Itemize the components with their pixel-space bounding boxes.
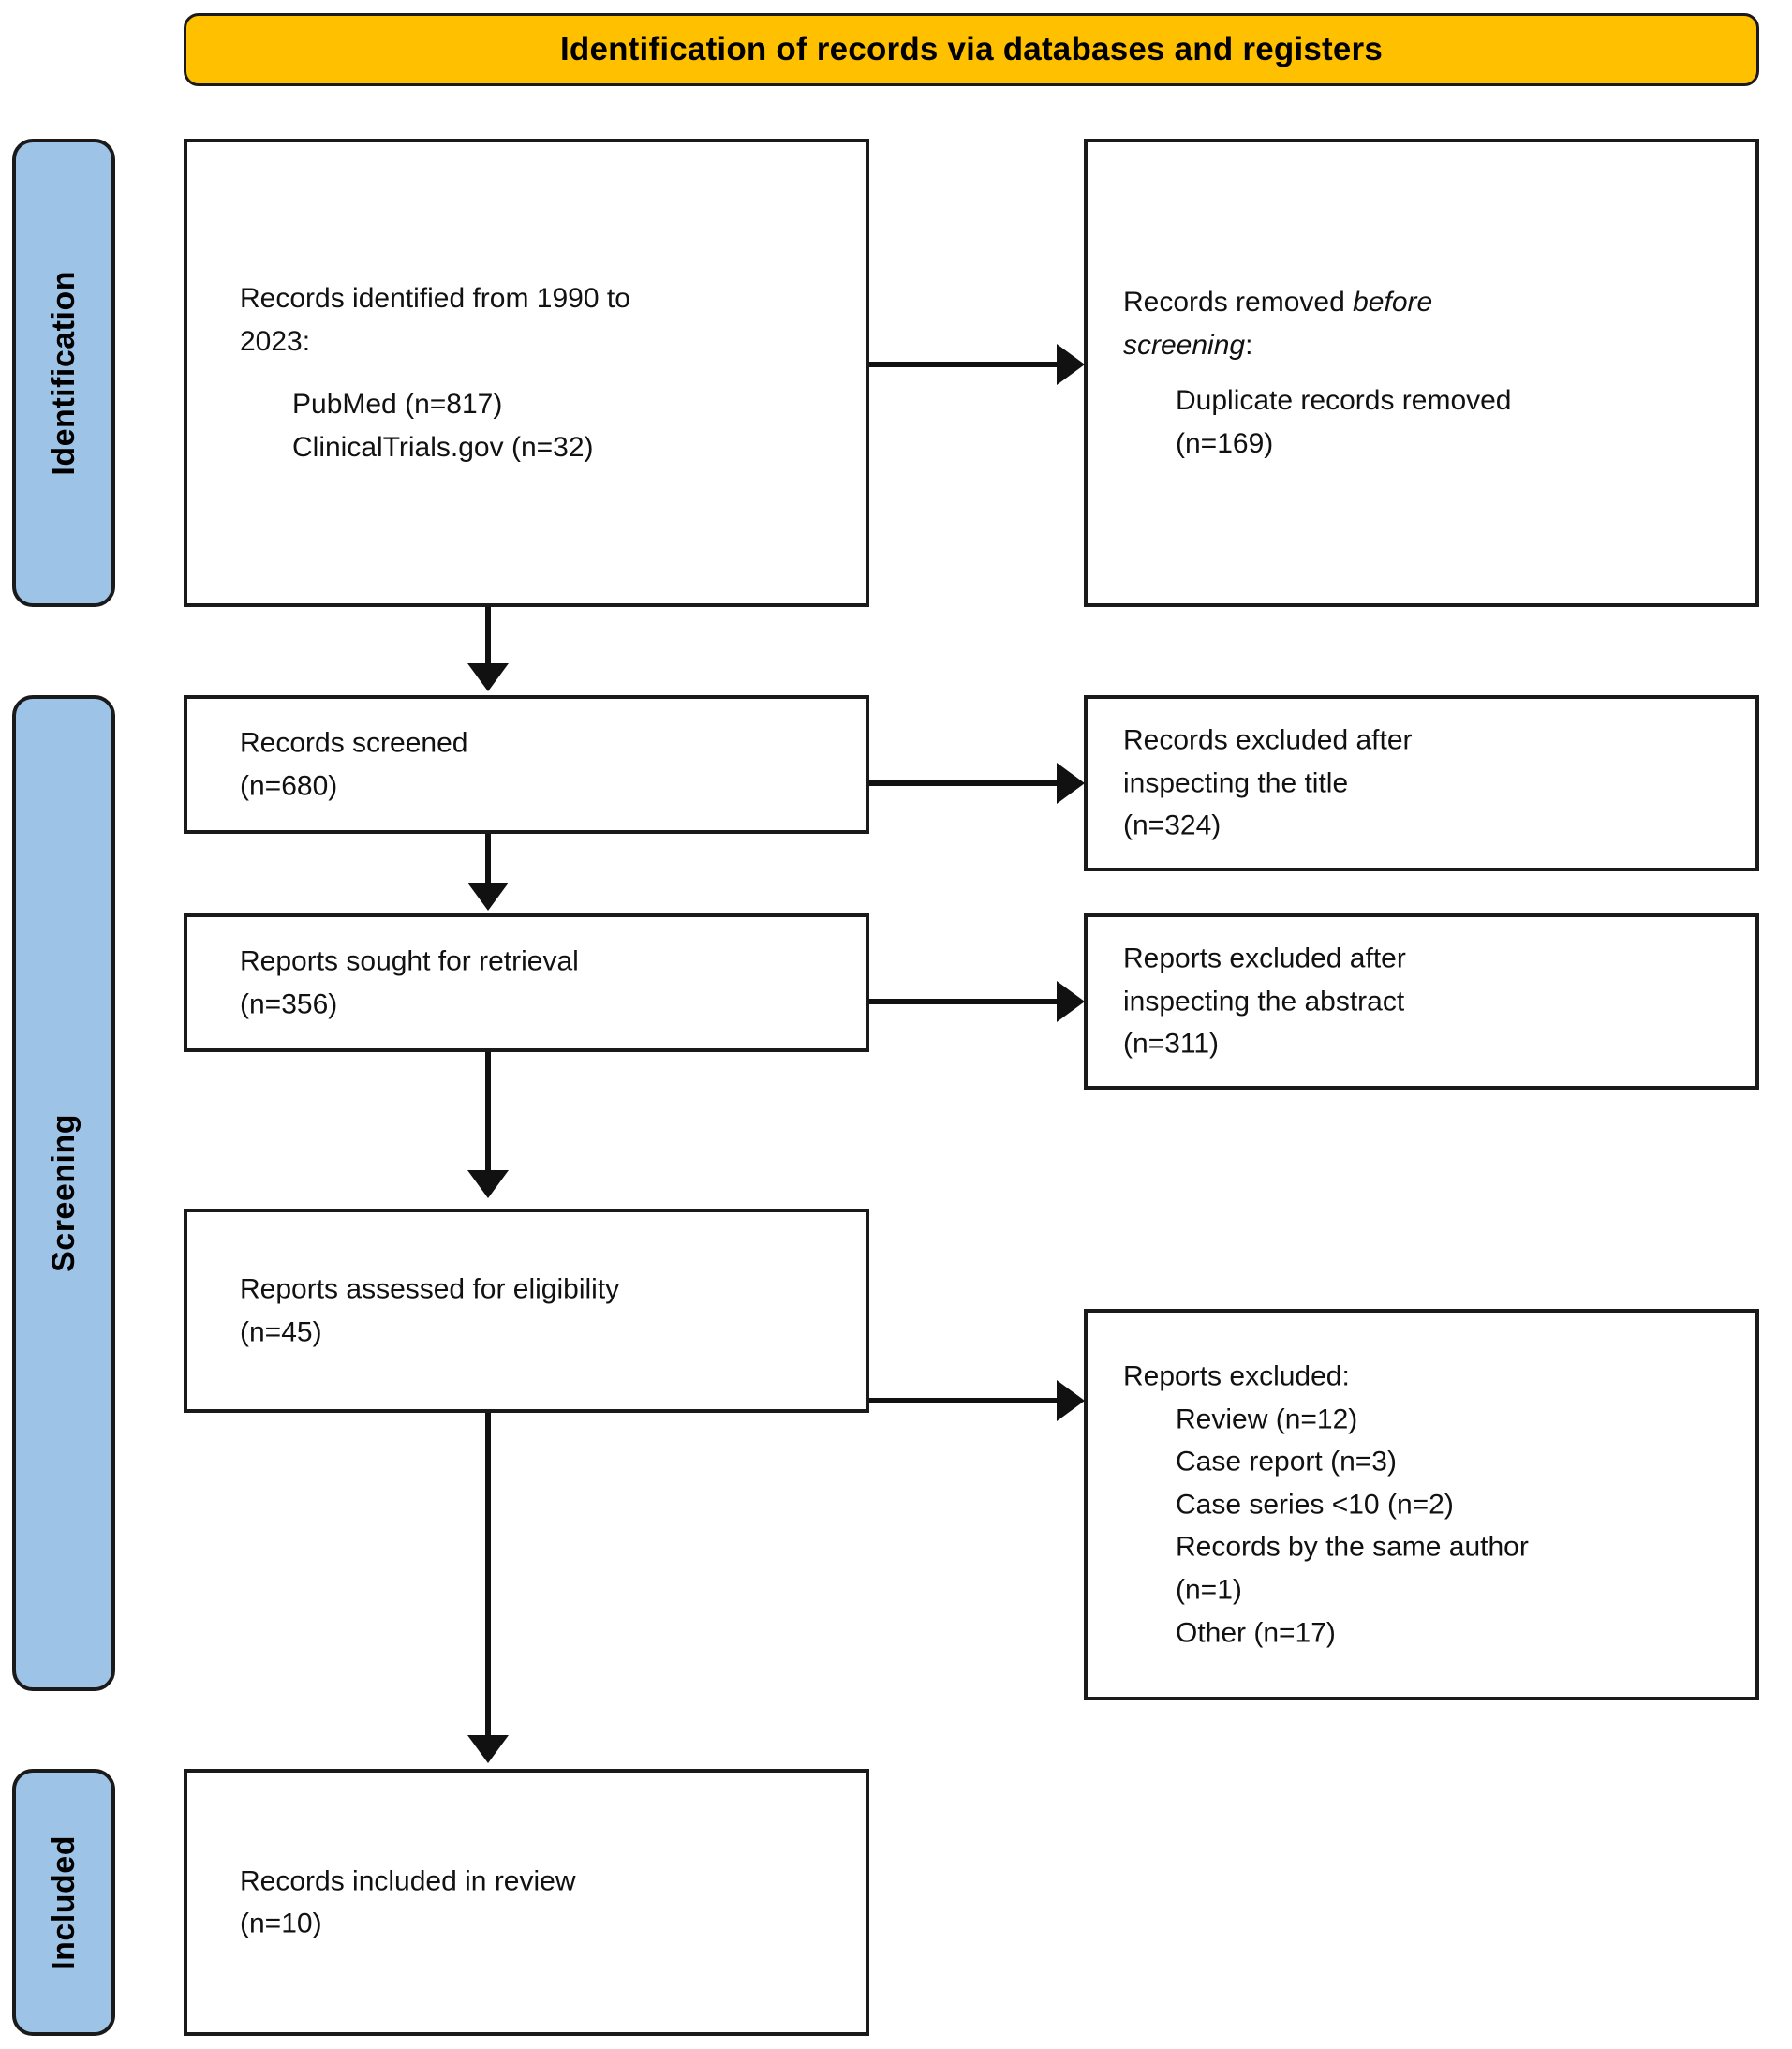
records-identified-line1: Records identified from 1990 to xyxy=(240,282,630,314)
connector-screened-to-excluded-arrowhead xyxy=(1057,763,1085,804)
connector-assessed-to-included-line xyxy=(485,1413,491,1739)
reports-assessed-label: Reports assessed for eligibility xyxy=(240,1273,620,1305)
records-identified-source-clinicaltrials: ClinicalTrials.gov (n=32) xyxy=(292,431,594,463)
records-removed-line2-emphasis: screening xyxy=(1123,329,1246,361)
reports-excluded-abstract-line1: Reports excluded after xyxy=(1123,943,1406,974)
reports-excluded-heading: Reports excluded: xyxy=(1123,1360,1350,1392)
records-screened-count: (n=680) xyxy=(240,770,338,801)
box-records-excluded-title: Records excluded after inspecting the ti… xyxy=(1084,695,1759,871)
duplicate-records-removed-count: (n=169) xyxy=(1176,427,1274,459)
box-reports-assessed: Reports assessed for eligibility (n=45) xyxy=(184,1209,869,1413)
reports-excluded-abstract-line2: inspecting the abstract xyxy=(1123,986,1405,1017)
stage-label-included-text: Included xyxy=(45,1834,81,1970)
diagram-header-banner: Identification of records via databases … xyxy=(184,13,1759,86)
connector-assessed-to-excluded-line xyxy=(869,1398,1057,1403)
duplicate-records-removed-label: Duplicate records removed xyxy=(1176,385,1512,416)
connector-screened-to-sought-arrowhead xyxy=(467,883,509,911)
box-records-excluded-title-content: Records excluded after inspecting the ti… xyxy=(1123,720,1739,848)
connector-sought-to-excluded-arrowhead xyxy=(1057,981,1085,1022)
connector-screened-to-excluded-line xyxy=(869,780,1057,786)
records-included-count: (n=10) xyxy=(240,1908,322,1939)
box-reports-excluded-abstract: Reports excluded after inspecting the ab… xyxy=(1084,913,1759,1090)
box-records-screened: Records screened (n=680) xyxy=(184,695,869,834)
box-reports-sought-content: Reports sought for retrieval (n=356) xyxy=(240,940,849,1025)
box-records-screened-content: Records screened (n=680) xyxy=(240,721,849,807)
box-reports-excluded-detail: Reports excluded: Review (n=12) Case rep… xyxy=(1084,1309,1759,1700)
records-screened-label: Records screened xyxy=(240,727,468,759)
records-identified-source-pubmed: PubMed (n=817) xyxy=(292,389,503,420)
reports-assessed-count: (n=45) xyxy=(240,1316,322,1347)
box-records-included: Records included in review (n=10) xyxy=(184,1769,869,2036)
reports-excluded-item-case-report: Case report (n=3) xyxy=(1176,1446,1397,1477)
box-reports-excluded-abstract-content: Reports excluded after inspecting the ab… xyxy=(1123,938,1739,1066)
reports-excluded-item-other: Other (n=17) xyxy=(1176,1616,1336,1648)
connector-identified-to-removed-line xyxy=(869,362,1057,367)
records-removed-line2-suffix: : xyxy=(1245,329,1253,361)
records-removed-line2: screening: xyxy=(1123,323,1739,366)
records-excluded-title-line1: Records excluded after xyxy=(1123,724,1413,756)
records-included-label: Records included in review xyxy=(240,1864,576,1896)
spacer xyxy=(1123,366,1739,379)
connector-sought-to-assessed-arrowhead xyxy=(467,1170,509,1198)
records-removed-line1: Records removed before xyxy=(1123,281,1739,324)
connector-sought-to-excluded-line xyxy=(869,999,1057,1004)
reports-excluded-abstract-count: (n=311) xyxy=(1123,1028,1220,1060)
stage-label-included: Included xyxy=(12,1769,115,2036)
spacer xyxy=(240,363,849,383)
stage-label-screening-text: Screening xyxy=(45,1114,81,1272)
box-records-included-content: Records included in review (n=10) xyxy=(240,1860,849,1945)
connector-assessed-to-included-arrowhead xyxy=(467,1735,509,1763)
stage-label-identification: Identification xyxy=(12,139,115,607)
records-removed-line1-prefix: Records removed xyxy=(1123,286,1354,318)
connector-identified-to-screened-line xyxy=(485,607,491,667)
box-records-identified-content: Records identified from 1990 to 2023: Pu… xyxy=(240,277,849,468)
connector-assessed-to-excluded-arrowhead xyxy=(1057,1380,1085,1421)
reports-sought-count: (n=356) xyxy=(240,988,338,1019)
box-reports-sought: Reports sought for retrieval (n=356) xyxy=(184,913,869,1052)
records-identified-line2: 2023: xyxy=(240,325,311,357)
records-removed-line1-emphasis: before xyxy=(1353,286,1433,318)
reports-sought-label: Reports sought for retrieval xyxy=(240,945,579,977)
box-reports-excluded-detail-content: Reports excluded: Review (n=12) Case rep… xyxy=(1123,1355,1739,1654)
connector-identified-to-screened-arrowhead xyxy=(467,663,509,691)
box-records-removed-before-screening: Records removed before screening: Duplic… xyxy=(1084,139,1759,607)
stage-label-screening: Screening xyxy=(12,695,115,1691)
connector-screened-to-sought-line xyxy=(485,834,491,886)
diagram-title: Identification of records via databases … xyxy=(559,31,1384,67)
connector-identified-to-removed-arrowhead xyxy=(1057,344,1085,385)
reports-excluded-item-same-author: Records by the same author xyxy=(1176,1531,1529,1563)
box-reports-assessed-content: Reports assessed for eligibility (n=45) xyxy=(240,1268,849,1353)
records-excluded-title-line2: inspecting the title xyxy=(1123,767,1349,799)
reports-excluded-item-review: Review (n=12) xyxy=(1176,1403,1358,1435)
stage-label-identification-text: Identification xyxy=(45,270,81,476)
box-records-identified: Records identified from 1990 to 2023: Pu… xyxy=(184,139,869,607)
box-records-removed-content: Records removed before screening: Duplic… xyxy=(1123,281,1739,465)
reports-excluded-item-case-series: Case series <10 (n=2) xyxy=(1176,1489,1454,1521)
records-excluded-title-count: (n=324) xyxy=(1123,809,1222,841)
connector-sought-to-assessed-line xyxy=(485,1052,491,1174)
reports-excluded-item-same-author-count: (n=1) xyxy=(1176,1574,1242,1606)
